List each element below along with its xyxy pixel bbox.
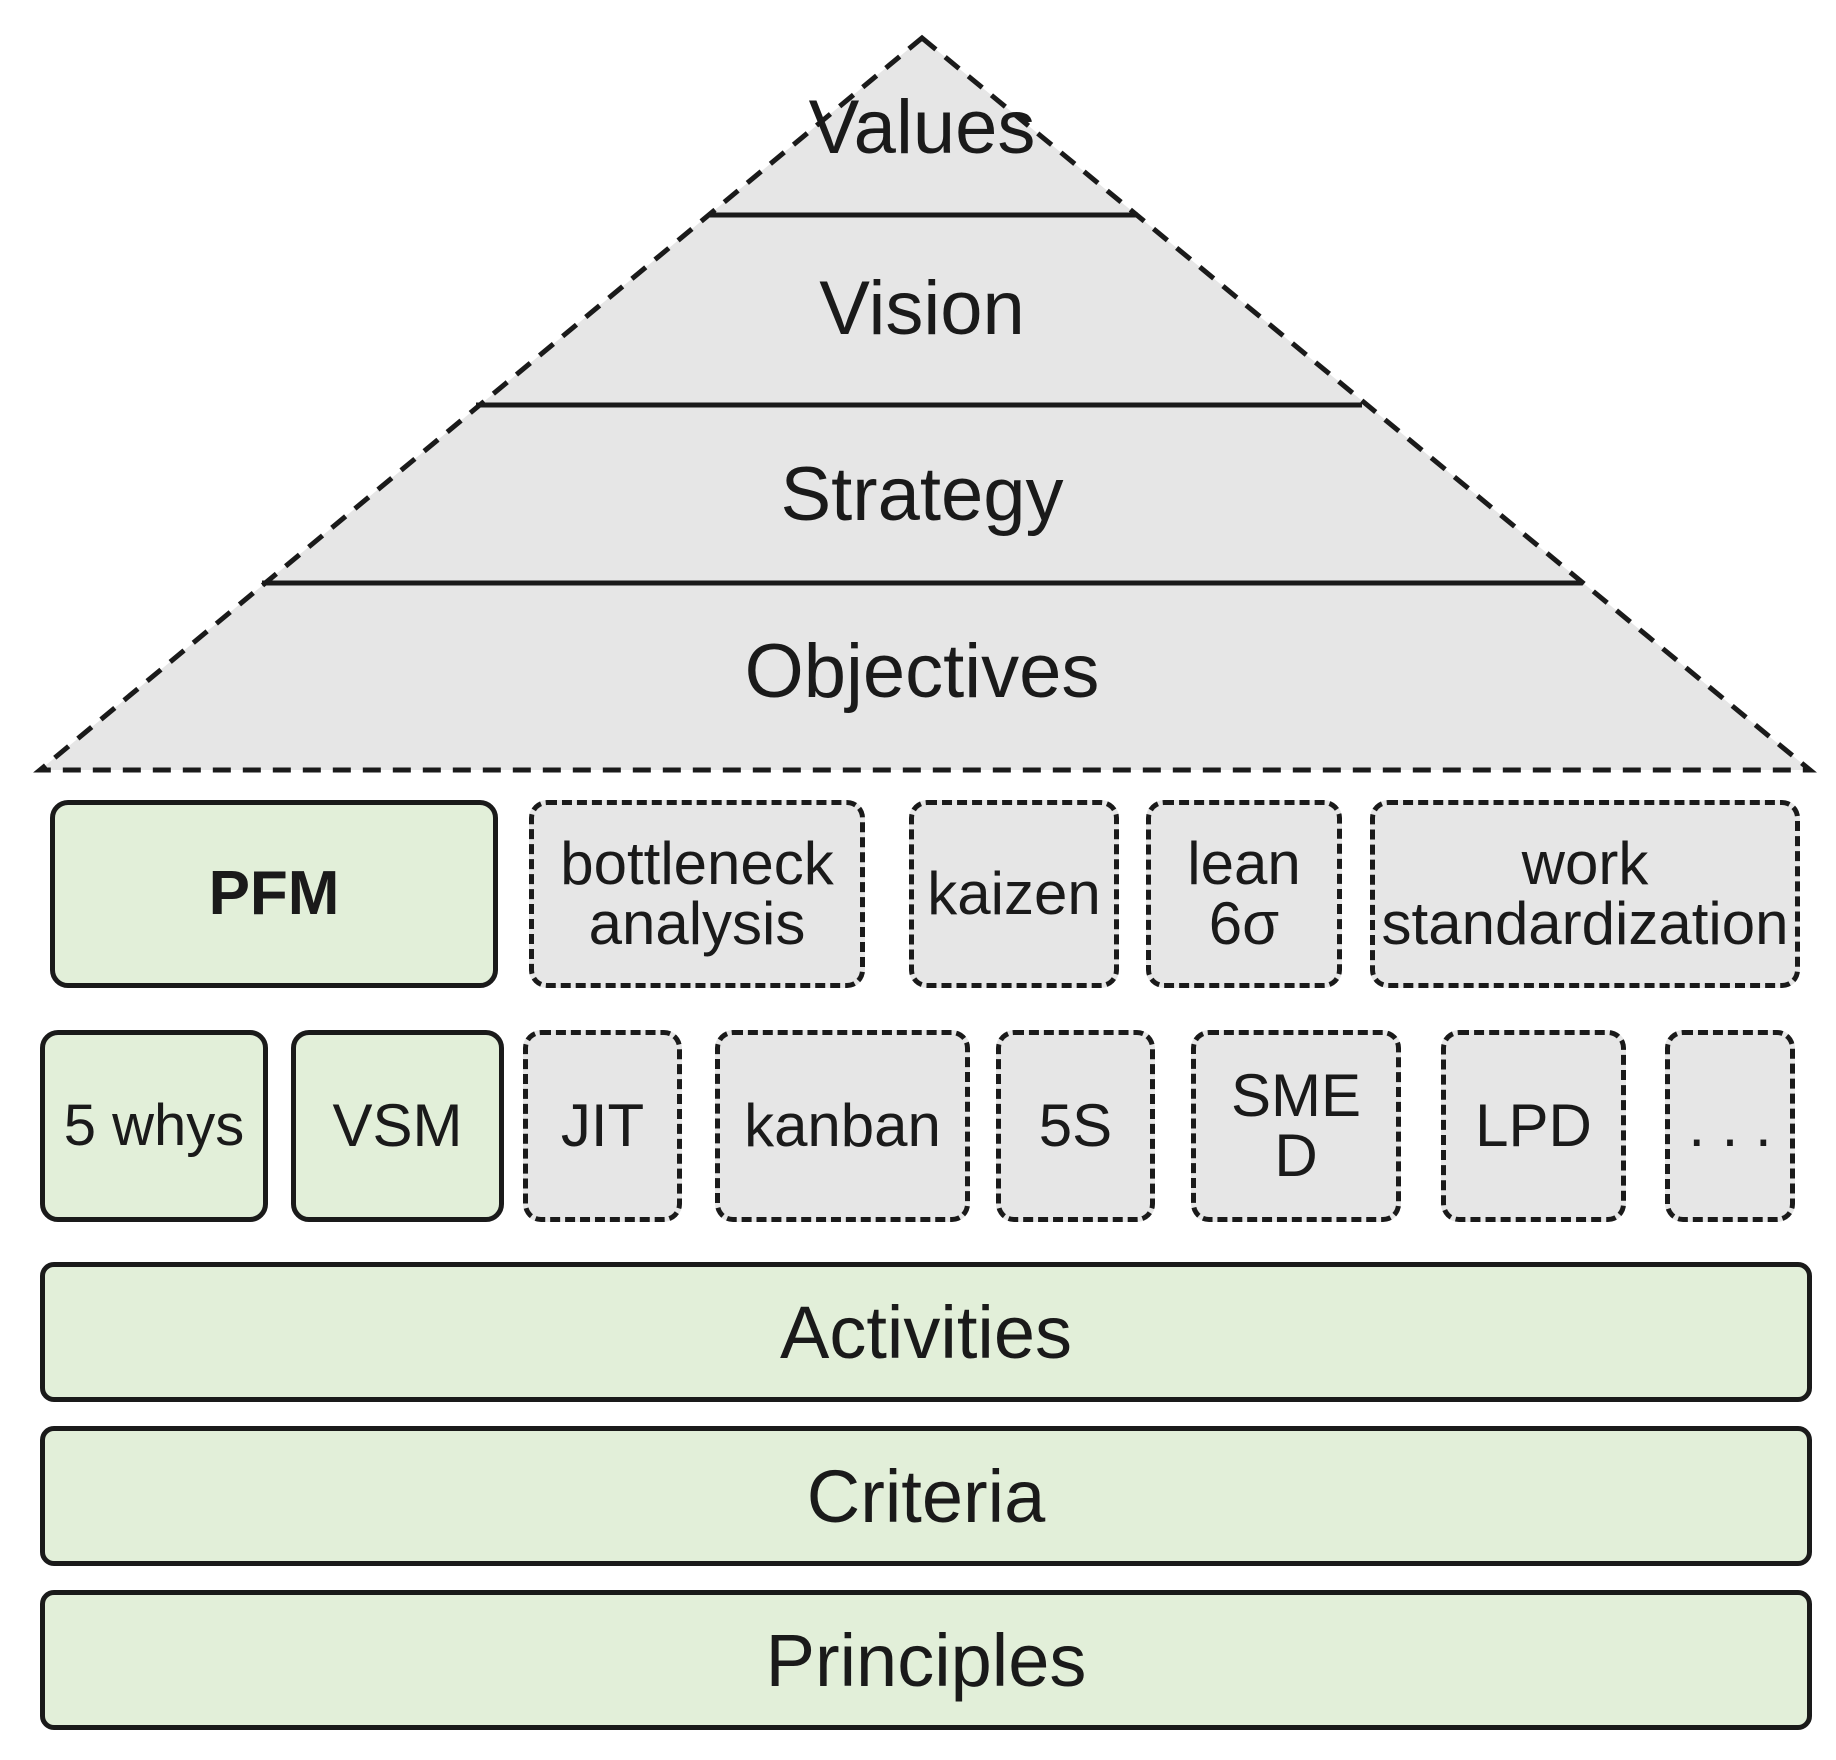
bar-criteria: Criteria bbox=[40, 1426, 1812, 1566]
box-kanban: kanban bbox=[715, 1030, 970, 1222]
bar-principles: Principles bbox=[40, 1590, 1812, 1730]
box-kaizen: kaizen bbox=[909, 800, 1119, 988]
box-lpd: LPD bbox=[1441, 1030, 1626, 1222]
box-more: . . . bbox=[1665, 1030, 1795, 1222]
box-bottleneck-analysis: bottleneck analysis bbox=[529, 800, 865, 988]
box-5-whys: 5 whys bbox=[40, 1030, 268, 1222]
pyramid-level-strategy: Strategy bbox=[780, 452, 1063, 537]
pyramid-level-vision: Vision bbox=[819, 266, 1025, 351]
box-vsm: VSM bbox=[291, 1030, 504, 1222]
pyramid-level-objectives: Objectives bbox=[745, 629, 1100, 714]
box-pfm: PFM bbox=[50, 800, 498, 988]
box-jit: JIT bbox=[523, 1030, 682, 1222]
box-smed: SME D bbox=[1191, 1030, 1401, 1222]
box-5s: 5S bbox=[996, 1030, 1155, 1222]
box-work-standardization: work standardization bbox=[1370, 800, 1800, 988]
box-lean-6-sigma: lean 6σ bbox=[1146, 800, 1342, 988]
pyramid-level-values: Values bbox=[809, 85, 1036, 170]
bar-activities: Activities bbox=[40, 1262, 1812, 1402]
